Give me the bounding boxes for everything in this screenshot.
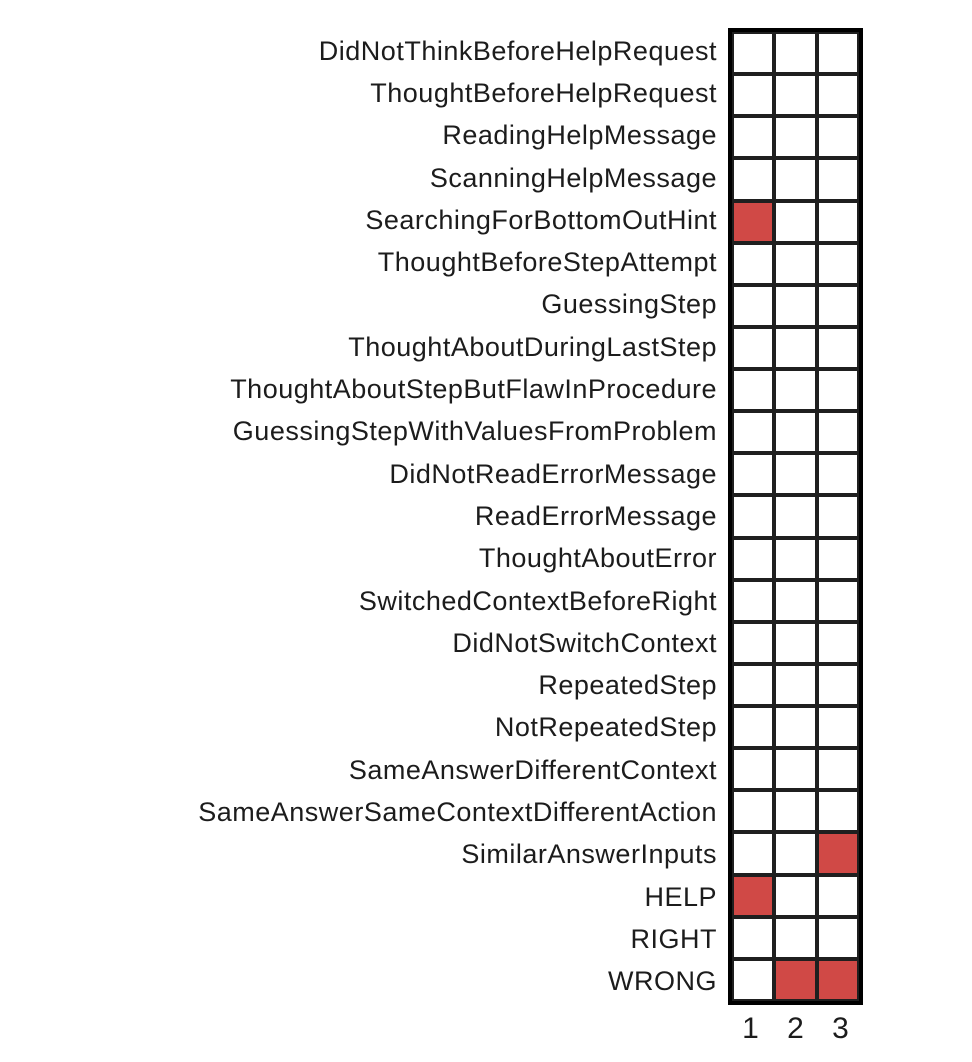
row-label: SameAnswerSameContextDifferentAction: [198, 796, 717, 827]
row-label: NotRepeatedStep: [494, 712, 717, 743]
heatmap-cell: [816, 958, 859, 1001]
row-label: ThoughtBeforeHelpRequest: [370, 77, 717, 108]
heatmap-cell: [816, 537, 859, 580]
row-label: DidNotThinkBeforeHelpRequest: [318, 35, 717, 66]
heatmap-cell: [816, 200, 859, 243]
row-label: DidNotReadErrorMessage: [389, 458, 717, 489]
heatmap-cell: [816, 74, 859, 117]
heatmap-cell: [732, 453, 775, 496]
heatmap-cell: [816, 326, 859, 369]
x-tick-label: 3: [832, 1012, 849, 1045]
heatmap-cell: [816, 663, 859, 707]
heatmap-cell: [732, 284, 775, 327]
heatmap-cell: [732, 495, 775, 538]
heatmap-cell: [774, 284, 817, 327]
row-label: ReadingHelpMessage: [442, 120, 717, 151]
row-label: SearchingForBottomOutHint: [365, 204, 717, 235]
heatmap-cell: [732, 74, 775, 117]
x-tick-label: 1: [742, 1012, 759, 1045]
heatmap-cell: [732, 832, 775, 875]
heatmap-cell: [732, 537, 775, 580]
x-tick-label: 2: [787, 1012, 804, 1045]
heatmap-cell: [732, 200, 775, 243]
heatmap-cell: [732, 748, 775, 791]
heatmap-cell: [816, 874, 859, 917]
row-label: ThoughtAboutError: [478, 543, 717, 574]
heatmap-cell: [816, 411, 859, 454]
row-label: HELP: [644, 881, 717, 912]
heatmap-cell: [774, 958, 817, 1001]
row-label: DidNotSwitchContext: [452, 627, 717, 658]
heatmap-cell: [774, 790, 817, 833]
row-label: ThoughtBeforeStepAttempt: [377, 247, 717, 278]
heatmap-cell: [774, 663, 817, 707]
row-label: GuessingStepWithValuesFromProblem: [232, 416, 717, 447]
heatmap-cell: [816, 495, 859, 538]
heatmap-cell: [732, 874, 775, 917]
heatmap-cell: [732, 411, 775, 454]
heatmap-grid: [728, 28, 863, 1005]
heatmap-cell: [774, 748, 817, 791]
row-label: SwitchedContextBeforeRight: [358, 585, 717, 616]
heatmap-cell: [816, 916, 859, 959]
row-label: ReadErrorMessage: [474, 500, 717, 531]
heatmap-cell: [732, 663, 775, 707]
heatmap-cell: [816, 453, 859, 496]
heatmap-cell: [816, 621, 859, 664]
row-label: SimilarAnswerInputs: [461, 839, 717, 870]
heatmap-cell: [774, 74, 817, 117]
heatmap-cell: [774, 537, 817, 580]
heatmap-cell: [732, 621, 775, 664]
row-label: ThoughtAboutDuringLastStep: [348, 331, 717, 362]
heatmap-cell: [732, 116, 775, 159]
heatmap-cell: [816, 790, 859, 833]
row-label: ScanningHelpMessage: [429, 162, 717, 193]
heatmap-cell: [732, 32, 775, 75]
heatmap-cell: [774, 621, 817, 664]
row-label: RIGHT: [630, 923, 717, 954]
heatmap-cell: [774, 158, 817, 201]
row-label: ThoughtAboutStepButFlawInProcedure: [230, 374, 717, 405]
heatmap-cell: [732, 706, 775, 749]
heatmap-cell: [732, 958, 775, 1001]
heatmap-cell: [732, 916, 775, 959]
heatmap-cell: [774, 874, 817, 917]
heatmap-cell: [774, 832, 817, 875]
heatmap-cell: [732, 158, 775, 201]
heatmap-cell: [816, 32, 859, 75]
heatmap-cell: [732, 790, 775, 833]
heatmap-cell: [732, 242, 775, 285]
row-label: RepeatedStep: [538, 670, 717, 701]
heatmap-cell: [816, 116, 859, 159]
row-label: SameAnswerDifferentContext: [348, 754, 717, 785]
heatmap-cell: [774, 326, 817, 369]
heatmap-cell: [816, 579, 859, 622]
heatmap-cell: [732, 369, 775, 412]
heatmap-cell: [774, 116, 817, 159]
heatmap-cell: [774, 579, 817, 622]
heatmap-cell: [816, 369, 859, 412]
heatmap-cell: [816, 748, 859, 791]
heatmap-cell: [774, 411, 817, 454]
heatmap-cell: [774, 916, 817, 959]
heatmap-cell: [732, 579, 775, 622]
row-label: GuessingStep: [541, 289, 717, 320]
heatmap-cell: [732, 326, 775, 369]
heatmap-cell: [774, 32, 817, 75]
heatmap-cell: [816, 706, 859, 749]
heatmap-cell: [774, 453, 817, 496]
heatmap-cell: [816, 242, 859, 285]
heatmap-cell: [774, 369, 817, 412]
heatmap-cell: [816, 158, 859, 201]
heatmap-cell: [774, 242, 817, 285]
row-label: WRONG: [608, 966, 717, 997]
heatmap-cell: [816, 284, 859, 327]
heatmap-cell: [816, 832, 859, 875]
heatmap-cell: [774, 495, 817, 538]
heatmap-cell: [774, 706, 817, 749]
heatmap-cell: [774, 200, 817, 243]
